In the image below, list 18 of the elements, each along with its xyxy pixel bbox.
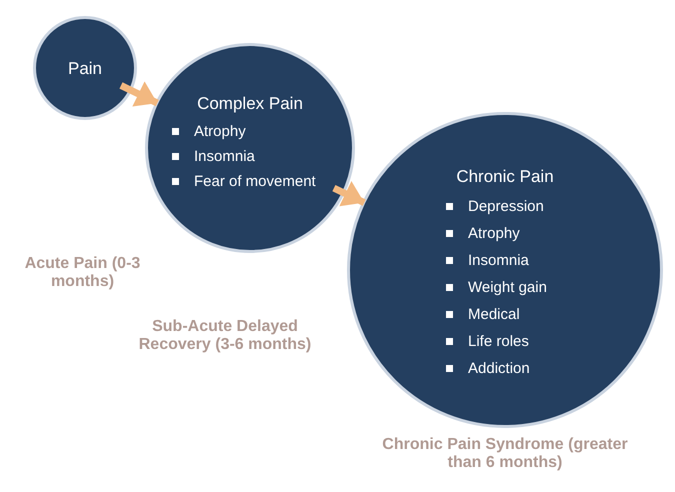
list-item: Fear of movement — [194, 173, 316, 190]
list-item: Insomnia — [468, 252, 529, 269]
stage-caption: Chronic Pain Syndrome (greater than 6 months) — [381, 436, 629, 472]
circle-heading: Pain — [66, 59, 104, 79]
list-item: Atrophy — [194, 123, 246, 140]
list-item: Addiction — [468, 360, 530, 377]
stage-caption: Acute Pain (0-3 months) — [24, 255, 142, 291]
arrow — [119, 81, 159, 106]
list-item: Life roles — [468, 333, 529, 350]
list-item: Depression — [468, 198, 544, 215]
circle-heading: Chronic Pain — [455, 167, 555, 187]
circle-heading: Complex Pain — [196, 94, 304, 114]
stage-caption: Sub-Acute Delayed Recovery (3-6 months) — [138, 318, 312, 354]
arrow — [332, 180, 366, 206]
list-item: Weight gain — [468, 279, 547, 296]
list-item: Medical — [468, 306, 520, 323]
list-item: Insomnia — [194, 148, 255, 165]
list-item: Atrophy — [468, 225, 520, 242]
